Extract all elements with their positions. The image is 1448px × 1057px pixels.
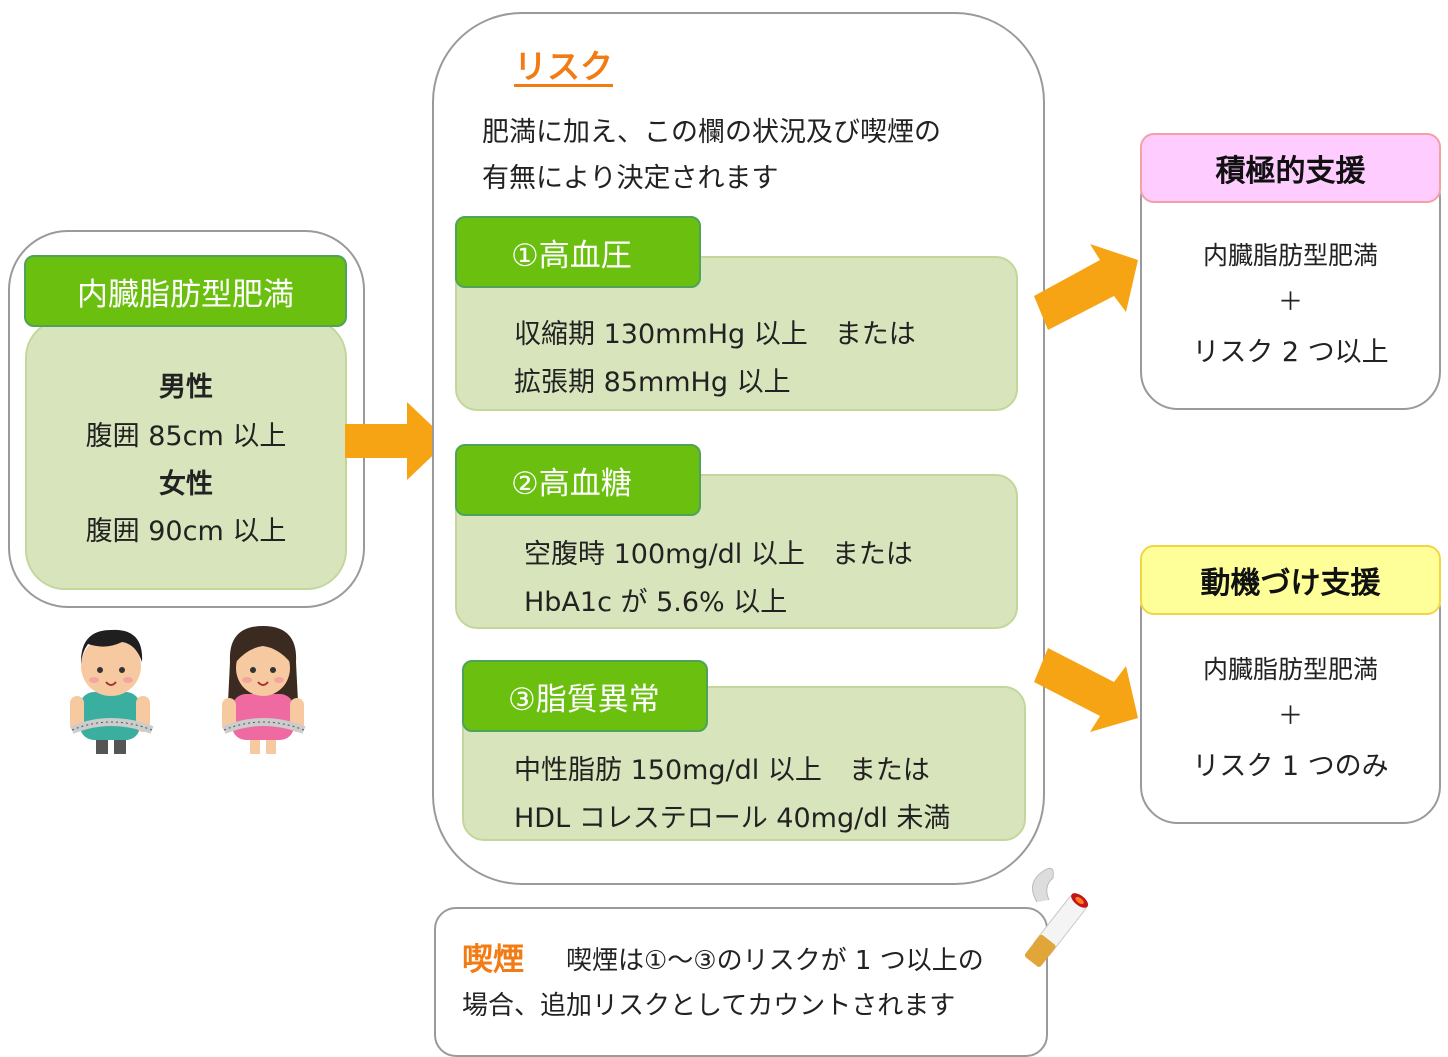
risk-title: リスク [514,47,613,86]
risk-item-dyslipidemia-line1: 中性脂肪 150mg/dl 以上 または [514,755,930,786]
obesity-header: 内臓脂肪型肥満 [24,255,347,327]
risk-item-hypertension-header: ①高血圧 [455,216,701,288]
risk-item-dyslipidemia-label: ③脂質異常 [508,681,660,718]
motivation-support-line2: リスク 1 つのみ [1192,751,1389,782]
active-support-line1: 内臓脂肪型肥満 [1202,241,1378,270]
active-support-title: 積極的支援 [1215,154,1366,189]
smoking-line1: 喫煙は①〜③のリスクが 1 つ以上の [566,946,984,976]
man-measuring-waist-icon [66,622,156,754]
cigarette-icon [1005,862,1105,982]
female-label: 女性 [159,469,213,500]
motivation-support-title: 動機づけ支援 [1200,566,1381,601]
female-criteria: 腹囲 90cm 以上 [85,516,287,547]
active-support-plus: ＋ [1277,287,1303,316]
risk-intro-line1: 肥満に加え、この欄の状況及び喫煙の [482,117,941,148]
risk-item-hypertension-label: ①高血圧 [511,237,632,274]
woman-measuring-waist-icon [218,622,308,754]
risk-item-dyslipidemia-line2: HDL コレステロール 40mg/dl 未満 [514,803,951,834]
risk-item-dyslipidemia-header: ③脂質異常 [462,660,708,732]
arrow-obesity-to-risk [345,402,450,480]
risk-item-hyperglycemia-line2: HbA1c が 5.6% 以上 [524,587,788,618]
arrow-to-motivation-support [1030,640,1140,740]
risk-item-hyperglycemia-header: ②高血糖 [455,444,701,516]
risk-item-hypertension-line2: 拡張期 85mmHg 以上 [514,367,791,398]
smoking-box [434,907,1048,1057]
motivation-support-header: 動機づけ支援 [1140,545,1441,615]
active-support-line2: リスク 2 つ以上 [1192,337,1389,368]
male-criteria: 腹囲 85cm 以上 [85,421,287,452]
arrow-to-active-support [1030,236,1140,336]
male-label: 男性 [159,372,213,403]
risk-item-hyperglycemia-label: ②高血糖 [511,465,632,502]
motivation-support-plus: ＋ [1277,701,1303,730]
obesity-header-label: 内臓脂肪型肥満 [77,276,294,313]
smoking-line2: 場合、追加リスクとしてカウントされます [462,991,956,1021]
obesity-criteria-box [25,318,347,590]
smoking-label: 喫煙 [462,942,524,978]
active-support-header: 積極的支援 [1140,133,1441,203]
motivation-support-line1: 内臓脂肪型肥満 [1202,655,1378,684]
risk-item-hypertension-line1: 収縮期 130mmHg 以上 または [514,319,916,350]
risk-intro-line2: 有無により決定されます [482,163,779,194]
risk-item-hyperglycemia-line1: 空腹時 100mg/dl 以上 または [524,539,913,570]
